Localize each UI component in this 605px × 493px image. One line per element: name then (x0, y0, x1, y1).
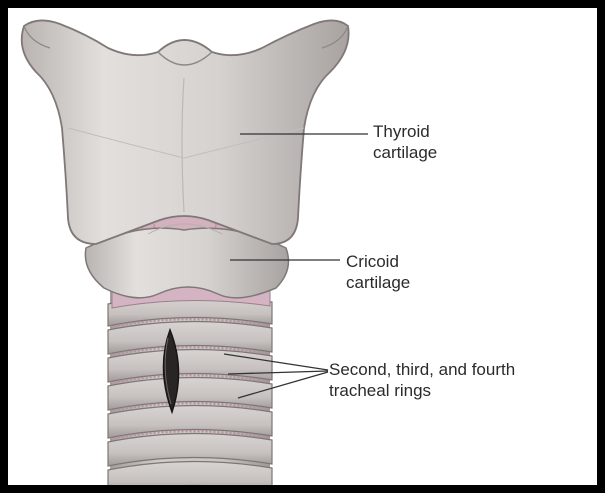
thyroid-cartilage (22, 20, 349, 244)
cricoid-label-line1: Cricoid (346, 251, 410, 272)
thyroid-cartilage-label: Thyroid cartilage (373, 121, 437, 163)
thyroid-label-line1: Thyroid (373, 121, 437, 142)
larynx-trachea-illustration (8, 8, 597, 485)
rings-label-line2: tracheal rings (329, 380, 515, 401)
cricoid-cartilage-label: Cricoid cartilage (346, 251, 410, 293)
figure-frame: Thyroid cartilage Cricoid cartilage Seco… (8, 8, 597, 485)
thyroid-label-line2: cartilage (373, 142, 437, 163)
rings-label-line1: Second, third, and fourth (329, 359, 515, 380)
cricoid-label-line2: cartilage (346, 272, 410, 293)
tracheal-rings-label: Second, third, and fourth tracheal rings (329, 359, 515, 401)
